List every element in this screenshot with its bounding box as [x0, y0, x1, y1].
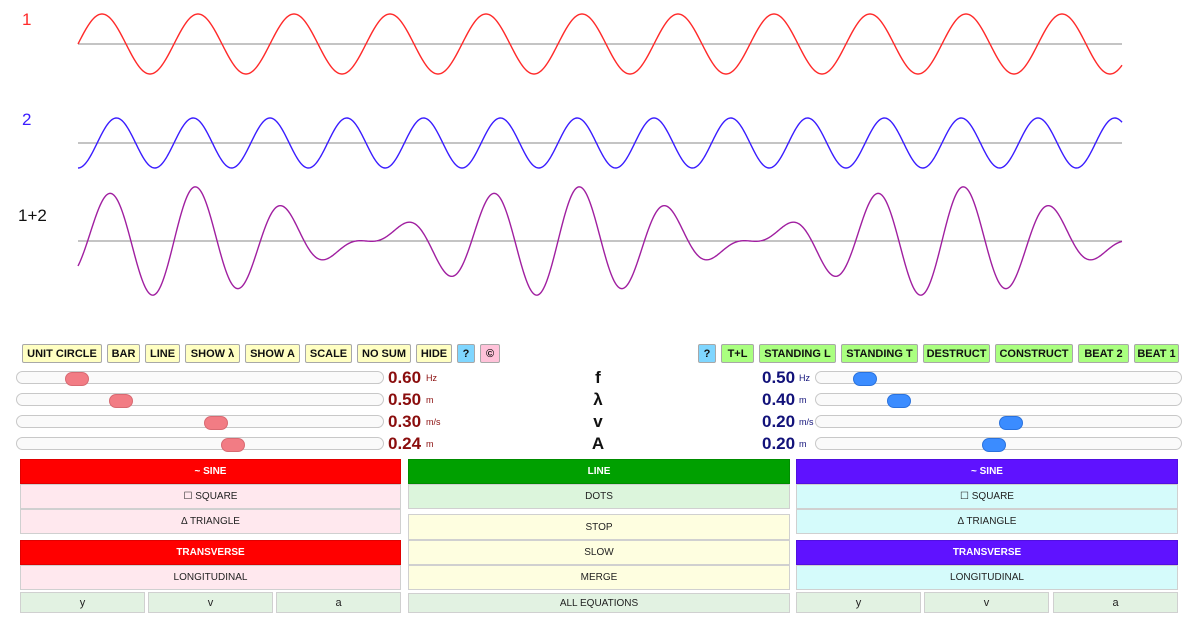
merge-button[interactable]: MERGE: [408, 565, 790, 590]
wave1-frequency-row: 0.60 Hz: [16, 368, 446, 387]
help-button-left[interactable]: ?: [457, 344, 475, 363]
no-sum-button[interactable]: NO SUM: [357, 344, 411, 363]
wave2-y-button[interactable]: y: [796, 592, 921, 613]
wave1-square-button[interactable]: ☐ SQUARE: [20, 484, 401, 509]
param-label-f: f: [595, 368, 601, 387]
sum-curve: [77, 186, 1123, 296]
wave2-amplitude-value: 0.20: [762, 434, 796, 453]
line-mode-button[interactable]: LINE: [408, 459, 790, 484]
wave2-wavelength-row: 0.40 m: [760, 390, 1182, 409]
wave2-amplitude-slider[interactable]: [815, 437, 1182, 452]
wave2-frequency-slider[interactable]: [815, 371, 1182, 386]
beat1-button[interactable]: BEAT 1: [1134, 344, 1179, 363]
wave1-curve: [77, 13, 1123, 75]
beat2-button[interactable]: BEAT 2: [1078, 344, 1129, 363]
wave2-velocity-slider[interactable]: [815, 415, 1182, 430]
wave2-sine-button[interactable]: ~ SINE: [796, 459, 1178, 484]
wave-canvas: [77, 13, 1123, 296]
stop-button[interactable]: STOP: [408, 514, 790, 540]
wave2-velocity-row: 0.20 m/s: [760, 412, 1182, 431]
wave2-wavelength-unit: m: [799, 395, 807, 405]
show-a-button[interactable]: SHOW A: [245, 344, 300, 363]
wave1-velocity-row: 0.30 m/s: [16, 412, 446, 431]
wave1-amplitude-thumb[interactable]: [221, 438, 245, 452]
wave2-label: 2: [22, 110, 32, 129]
wave2-amplitude-row: 0.20 m: [760, 434, 1182, 453]
wave1-wavelength-value: 0.50: [388, 390, 422, 409]
wave1-wavelength-row: 0.50 m: [16, 390, 446, 409]
wave1-amplitude-row: 0.24 m: [16, 434, 446, 453]
param-label-a: A: [591, 434, 605, 453]
wave2-a-button[interactable]: a: [1053, 592, 1178, 613]
wave2-velocity-unit: m/s: [799, 417, 814, 427]
wave1-velocity-unit: m/s: [426, 417, 441, 427]
slow-button[interactable]: SLOW: [408, 540, 790, 565]
wave2-frequency-unit: Hz: [799, 373, 810, 383]
wave1-sine-button[interactable]: ~ SINE: [20, 459, 401, 484]
wave2-frequency-row: 0.50 Hz: [760, 368, 1182, 387]
show-lambda-button[interactable]: SHOW λ: [185, 344, 240, 363]
wave1-amplitude-value: 0.24: [388, 434, 422, 453]
wave1-label: 1: [22, 10, 32, 29]
wave1-frequency-value: 0.60: [388, 368, 422, 387]
param-label-v: v: [593, 412, 603, 431]
wave2-panel: ~ SINE ☐ SQUARE Δ TRIANGLE TRANSVERSE LO…: [796, 459, 1178, 619]
wave2-amplitude-unit: m: [799, 439, 807, 449]
wave1-transverse-button[interactable]: TRANSVERSE: [20, 540, 401, 565]
wave2-square-button[interactable]: ☐ SQUARE: [796, 484, 1178, 509]
copyright-button[interactable]: ©: [480, 344, 500, 363]
wave1-wavelength-unit: m: [426, 395, 434, 405]
wave2-curve: [77, 117, 1123, 169]
wave1-velocity-value: 0.30: [388, 412, 422, 431]
wave2-wavelength-slider[interactable]: [815, 393, 1182, 408]
wave1-velocity-thumb[interactable]: [204, 416, 228, 430]
wave1-wavelength-thumb[interactable]: [109, 394, 133, 408]
wave1-frequency-thumb[interactable]: [65, 372, 89, 386]
wave1-a-button[interactable]: a: [276, 592, 401, 613]
scale-button[interactable]: SCALE: [305, 344, 352, 363]
wave1-frequency-slider[interactable]: [16, 371, 384, 386]
wave2-velocity-thumb[interactable]: [999, 416, 1023, 430]
dots-mode-button[interactable]: DOTS: [408, 484, 790, 509]
wave1-wavelength-slider[interactable]: [16, 393, 384, 408]
destruct-button[interactable]: DESTRUCT: [923, 344, 990, 363]
wave1-amplitude-unit: m: [426, 439, 434, 449]
wave2-frequency-value: 0.50: [762, 368, 796, 387]
wave1-triangle-button[interactable]: Δ TRIANGLE: [20, 509, 401, 534]
wave2-velocity-value: 0.20: [762, 412, 796, 431]
unit-circle-button[interactable]: UNIT CIRCLE: [22, 344, 102, 363]
wave1-amplitude-slider[interactable]: [16, 437, 384, 452]
hide-button[interactable]: HIDE: [416, 344, 452, 363]
standing-l-button[interactable]: STANDING L: [759, 344, 836, 363]
wave2-frequency-thumb[interactable]: [853, 372, 877, 386]
wave1-v-button[interactable]: v: [148, 592, 273, 613]
bar-button[interactable]: BAR: [107, 344, 140, 363]
standing-t-button[interactable]: STANDING T: [841, 344, 918, 363]
wave2-triangle-button[interactable]: Δ TRIANGLE: [796, 509, 1178, 534]
display-panel: LINE DOTS STOP SLOW MERGE ALL EQUATIONS: [408, 459, 790, 619]
wave2-transverse-button[interactable]: TRANSVERSE: [796, 540, 1178, 565]
construct-button[interactable]: CONSTRUCT: [995, 344, 1073, 363]
wave1-velocity-slider[interactable]: [16, 415, 384, 430]
wave1-frequency-unit: Hz: [426, 373, 437, 383]
wave1-y-button[interactable]: y: [20, 592, 145, 613]
wave2-longitudinal-button[interactable]: LONGITUDINAL: [796, 565, 1178, 590]
wave2-wavelength-thumb[interactable]: [887, 394, 911, 408]
wave2-wavelength-value: 0.40: [762, 390, 796, 409]
sum-label: 1+2: [18, 206, 47, 225]
t-plus-l-button[interactable]: T+L: [721, 344, 754, 363]
all-equations-button[interactable]: ALL EQUATIONS: [408, 593, 790, 613]
wave2-v-button[interactable]: v: [924, 592, 1049, 613]
right-toolbar: ? T+L STANDING L STANDING T DESTRUCT CON…: [698, 344, 1179, 363]
left-toolbar: UNIT CIRCLE BAR LINE SHOW λ SHOW A SCALE…: [22, 344, 500, 363]
wave1-longitudinal-button[interactable]: LONGITUDINAL: [20, 565, 401, 590]
wave2-amplitude-thumb[interactable]: [982, 438, 1006, 452]
help-button-right[interactable]: ?: [698, 344, 716, 363]
line-button[interactable]: LINE: [145, 344, 180, 363]
wave1-panel: ~ SINE ☐ SQUARE Δ TRIANGLE TRANSVERSE LO…: [20, 459, 401, 619]
param-label-lambda: λ: [593, 390, 603, 409]
